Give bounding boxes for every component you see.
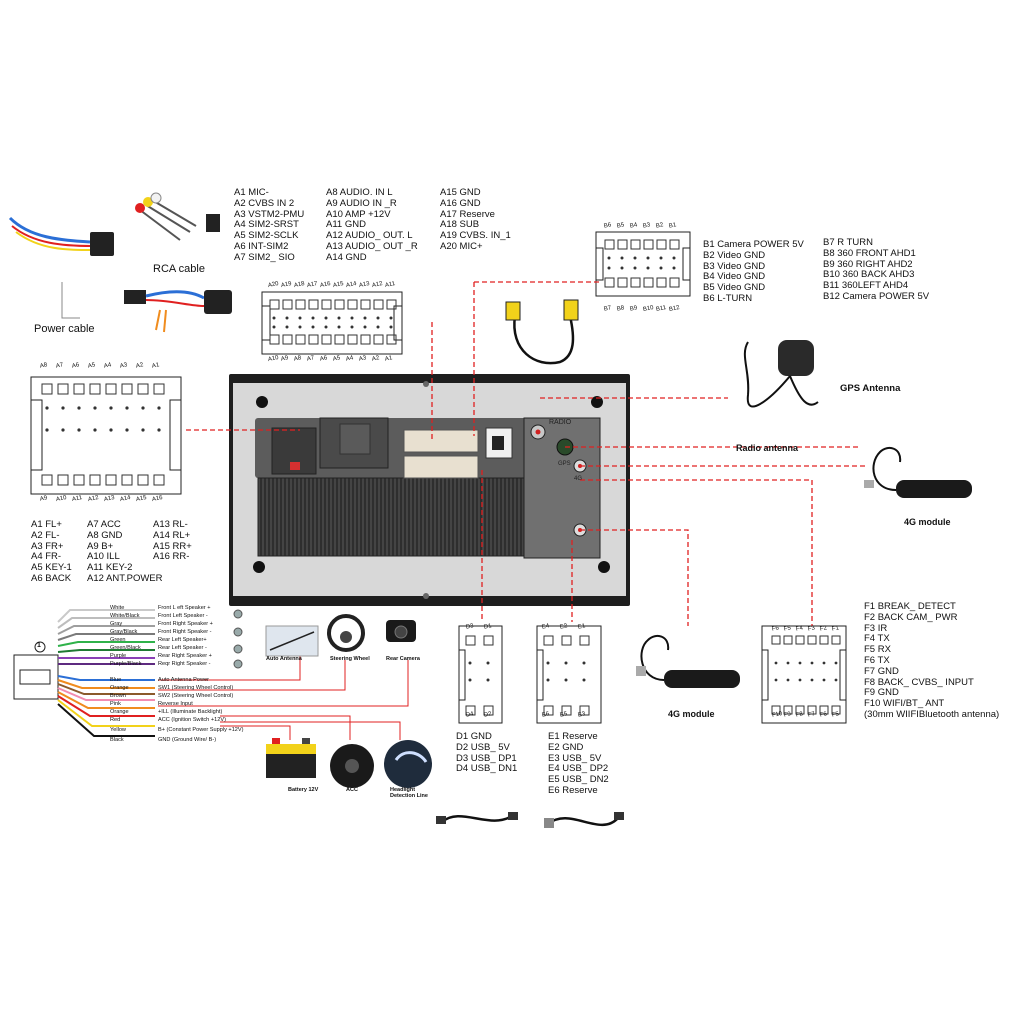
head-unit-rear [229, 374, 630, 606]
power-cable-image [61, 282, 232, 333]
wire-color-label: Gray/Black [110, 629, 138, 635]
wire-function-label: Auto Antenna Power [158, 677, 210, 683]
wire-function-label: Reverse Input [158, 701, 193, 707]
connector-f-diagram [761, 625, 847, 724]
wire-function-label: Rear Left Speaker+ [158, 637, 207, 643]
wire-function-label: Rear Right Speaker + [158, 653, 212, 659]
rear-camera-caption: Rear Camera [386, 656, 420, 662]
headlight-caption: Headlight Detection Line [390, 787, 428, 799]
usb-cable-d-image [436, 812, 518, 824]
wire-color-label: Gray [110, 621, 123, 627]
function-lines [158, 650, 409, 740]
steering-wheel-caption: Steering Wheel [330, 656, 370, 662]
power-cable-caption: Power cable [34, 323, 95, 335]
gps-socket-label: GPS [558, 461, 571, 467]
connector-e-diagram [536, 625, 602, 724]
rear-camera-image [386, 620, 416, 642]
acc-caption: ACC [346, 787, 358, 793]
pins-power-list-col3: A13 RL-A14 RL+A15 RR+A16 RR- [153, 519, 192, 563]
wire-function-label: Front Left Speaker - [158, 613, 208, 619]
wire-function-label: ACC (Ignition Switch +12V) [158, 717, 226, 723]
connector-d-diagram [458, 625, 503, 724]
usb-cable-e-image [544, 812, 624, 828]
wire-color-label: Purple/Black [110, 661, 142, 667]
wire-color-label: White [110, 605, 125, 611]
wire-function-label: +ILL (Illuminate Backlight) [158, 709, 223, 715]
4g-module-bottom-caption: 4G module [668, 709, 715, 719]
wire-function-label: GND (Ground Wire/ B-) [158, 737, 217, 743]
radio-antenna-caption: Radio antenna [736, 443, 799, 453]
wire-function-label: Front Right Speaker - [158, 629, 212, 635]
4g-module-right-image [864, 446, 972, 498]
wire-function-label: SW2 (Steering Wheel Control) [158, 693, 234, 699]
wire-color-label: Brown [110, 693, 126, 699]
connector-a-diagram [261, 291, 403, 355]
wire-function-label: Front L eft Speaker + [158, 605, 211, 611]
4g-module-right-caption: 4G module [904, 517, 951, 527]
wire-color-label: Orange [110, 685, 129, 691]
camera-cable-image [505, 299, 579, 365]
wire-color-label: Green/Black [110, 645, 141, 651]
wire-function-label: B+ (Constant Power Supply +12V) [158, 727, 244, 733]
4g-module-bottom-image [636, 634, 740, 688]
harness-diagram [13, 641, 59, 700]
wire-function-label: SW1 (Steering Wheel Control) [158, 685, 234, 691]
wire-color-label: Red [110, 717, 121, 723]
wire-function-label: Reqr Right Speaker - [158, 661, 211, 667]
auto-antenna-image [265, 625, 319, 657]
steering-wheel-image [327, 614, 365, 652]
wire-color-label: Blue [110, 677, 122, 683]
auto-antenna-caption: Auto Antenna [266, 656, 302, 662]
battery-caption: Battery 12V [288, 787, 319, 793]
wire-color-label: Purple [110, 653, 127, 659]
leader-lines [186, 281, 868, 626]
wire-color-label: Black [110, 737, 124, 743]
4g-socket-label: 4G [574, 476, 583, 482]
harness-number: 1 [37, 642, 41, 649]
wire-color-label: White/Black [110, 613, 140, 619]
rca-cable-image [8, 192, 220, 256]
power-connector-diagram [30, 376, 182, 495]
radio-socket-label: RADIO [549, 419, 572, 426]
rca-cable-caption: RCA cable [153, 263, 205, 275]
wire-color-label: Green [110, 637, 126, 643]
battery-image [266, 738, 316, 778]
wire-color-label: Pink [110, 701, 121, 707]
wire-color-label: Yellow [110, 727, 126, 733]
gps-antenna-image [743, 340, 819, 408]
wire-function-label: Rear Left Speaker - [158, 645, 207, 651]
gps-antenna-caption: GPS Antenna [840, 383, 901, 394]
speaker-icons [233, 609, 243, 669]
wire-color-label: Orange [110, 709, 129, 715]
harness-wires [57, 609, 155, 737]
acc-switch-image [330, 744, 374, 788]
headlight-image [384, 740, 432, 788]
wire-function-label: Front Right Speaker + [158, 621, 213, 627]
connector-b-diagram [595, 231, 691, 297]
